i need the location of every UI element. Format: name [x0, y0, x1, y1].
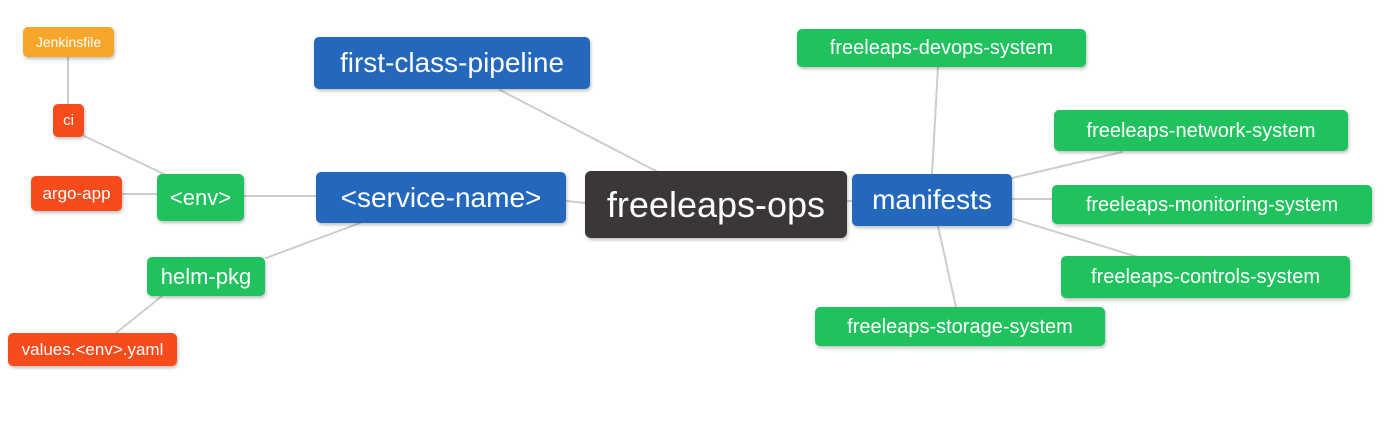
edge-helm-service [265, 222, 361, 259]
node-env[interactable]: <env> [157, 174, 244, 221]
node-jenkinsfile[interactable]: Jenkinsfile [23, 27, 114, 57]
node-freeleaps-storage-system[interactable]: freeleaps-storage-system [815, 307, 1105, 346]
node-helm-pkg[interactable]: helm-pkg [147, 257, 265, 296]
node-values-env-yaml[interactable]: values.<env>.yaml [8, 333, 177, 366]
node-freeleaps-devops-system[interactable]: freeleaps-devops-system [797, 29, 1086, 67]
node-service-name[interactable]: <service-name> [316, 172, 566, 223]
edge-manifests-network [1011, 151, 1123, 179]
edge-service-root [565, 200, 587, 204]
node-freeleaps-network-system[interactable]: freeleaps-network-system [1054, 110, 1348, 151]
node-freeleaps-monitoring-system[interactable]: freeleaps-monitoring-system [1052, 185, 1372, 224]
node-manifests[interactable]: manifests [852, 174, 1012, 226]
edge-manifests-controls [1013, 218, 1139, 258]
edge-pipeline-root [499, 89, 657, 172]
node-freeleaps-controls-system[interactable]: freeleaps-controls-system [1061, 256, 1350, 298]
node-ci[interactable]: ci [53, 104, 84, 137]
edge-values-helm [115, 295, 163, 334]
node-first-class-pipeline[interactable]: first-class-pipeline [314, 37, 590, 89]
edge-ci-env [81, 134, 169, 177]
edge-manifests-devops [931, 66, 939, 175]
node-root-freeleaps-ops[interactable]: freeleaps-ops [585, 171, 847, 238]
edge-manifests-storage [937, 225, 957, 308]
node-argo-app[interactable]: argo-app [31, 176, 122, 211]
